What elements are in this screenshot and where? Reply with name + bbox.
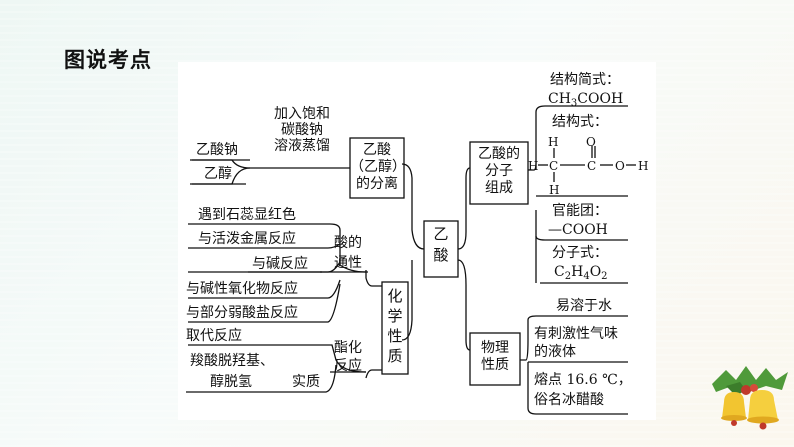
molecular-formula-value: C2H4O2 <box>554 264 608 282</box>
comp-line-2: 分子 <box>485 163 513 179</box>
simplified-formula-label: 结构简式： <box>550 72 620 88</box>
molecular-formula-label: 分子式： <box>552 245 608 261</box>
mf-h-sub: 4 <box>583 271 590 282</box>
composition-box: 乙酸的 分子 组成 <box>470 146 528 197</box>
physical-box: 物理 性质 <box>470 340 520 374</box>
sf-post: COOH <box>577 91 624 107</box>
ester-label-1: 酯化 <box>334 340 362 356</box>
chem-line-3: 性 <box>387 327 403 345</box>
atom-c-2: C <box>587 159 597 173</box>
chem-line-1: 化 <box>387 287 403 305</box>
chem-line-4: 质 <box>387 347 403 365</box>
simplified-formula-value: CH3COOH <box>548 91 624 109</box>
ester-essence-line-2: 醇脱氢 <box>210 374 252 390</box>
ester-item-substitution: 取代反应 <box>186 328 242 344</box>
chem-line-2: 学 <box>387 307 403 325</box>
acidity-item-weak-acid-salt: 与部分弱酸盐反应 <box>186 305 298 321</box>
atom-o-right: O <box>615 159 625 173</box>
mf-o-sub: 2 <box>601 271 608 282</box>
atom-h-right: H <box>638 159 649 173</box>
ester-essence-line-1: 羧酸脱羟基、 <box>190 353 274 369</box>
product-sodium-acetate: 乙酸钠 <box>196 142 238 158</box>
mf-c-sub: 2 <box>564 271 572 282</box>
center-line-2: 酸 <box>433 246 449 264</box>
chemical-properties-box: 化 学 性 质 <box>382 286 408 366</box>
center-line-1: 乙 <box>433 225 449 243</box>
mind-map-panel <box>178 62 656 420</box>
page-title: 图说考点 <box>64 48 152 72</box>
separation-line-3: 的分离 <box>356 176 398 192</box>
functional-group-label: 官能团： <box>552 203 608 219</box>
atom-h-left: H <box>528 159 539 173</box>
phys-line-2: 性质 <box>481 357 509 373</box>
comp-line-3: 组成 <box>485 180 513 196</box>
physical-item-glacial: 俗名冰醋酸 <box>534 392 604 408</box>
center-node-acetic-acid: 乙 酸 <box>424 226 458 264</box>
separation-box: 乙酸 （乙醇） 的分离 <box>350 142 406 193</box>
product-ethanol: 乙醇 <box>204 166 232 182</box>
ester-essence-tag: 实质 <box>292 374 320 390</box>
physical-item-soluble: 易溶于水 <box>556 298 612 314</box>
acidity-item-metal: 与活泼金属反应 <box>198 231 296 247</box>
mf-h: H <box>571 264 584 280</box>
physical-item-melting-point: 熔点 16.6 ℃， <box>534 372 632 388</box>
atom-h-top: H <box>548 135 559 149</box>
separation-line-1: 乙酸 <box>363 142 391 158</box>
acidity-label-1: 酸的 <box>334 235 362 251</box>
christmas-bells-icon <box>712 366 788 430</box>
physical-item-liquid: 的液体 <box>534 344 576 360</box>
functional-group-value: —COOH <box>548 222 608 238</box>
atom-c-1: C <box>549 159 559 173</box>
method-line-2: 碳酸钠 <box>281 122 323 138</box>
separation-line-2: （乙醇） <box>350 159 406 175</box>
method-line-1: 加入饱和 <box>274 106 330 122</box>
atom-h-bottom: H <box>549 183 560 197</box>
acidity-label-2: 通性 <box>334 255 362 271</box>
ester-label-2: 反应 <box>334 358 362 374</box>
acidity-item-basic-oxide: 与碱性氧化物反应 <box>186 281 298 297</box>
mf-c: C <box>554 264 565 280</box>
acidity-item-litmus: 遇到石蕊显红色 <box>198 207 296 223</box>
separation-method: 加入饱和 碳酸钠 溶液蒸馏 <box>260 106 344 154</box>
sf-sub: 3 <box>570 98 578 109</box>
mf-o: O <box>589 264 602 280</box>
structural-formula-label: 结构式： <box>552 114 608 130</box>
physical-item-odor: 有刺激性气味 <box>534 326 618 342</box>
acidity-item-base: 与碱反应 <box>252 256 308 272</box>
comp-line-1: 乙酸的 <box>478 146 520 162</box>
phys-line-1: 物理 <box>481 340 509 356</box>
sf-pre: CH <box>548 91 571 107</box>
atom-o-top: O <box>586 135 596 149</box>
method-line-3: 溶液蒸馏 <box>274 138 330 154</box>
